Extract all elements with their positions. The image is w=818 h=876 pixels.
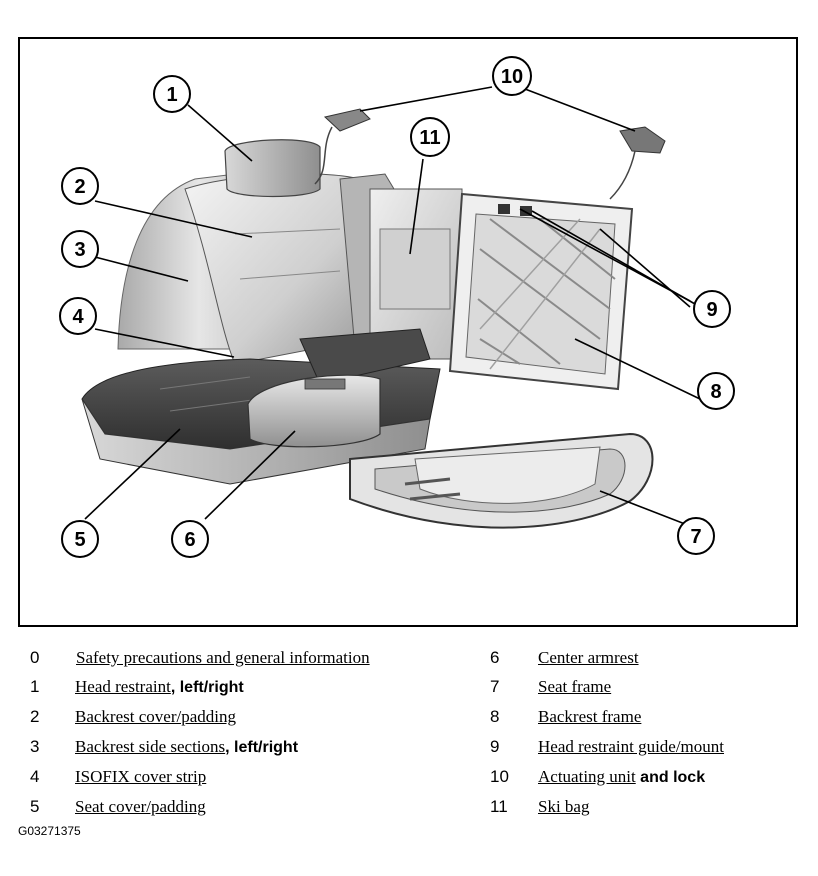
actuating-unit-right [619,126,666,154]
callout-2: 2 [61,167,99,205]
legend-number: 0 [30,648,40,667]
legend-item-6: 6 Center armrest [490,648,639,670]
legend-number: 11 [490,797,508,816]
legend-number: 2 [30,707,40,726]
center-armrest [247,374,381,448]
legend-item-4: 4 ISOFIX cover strip [30,767,206,789]
head-restraint [224,139,321,198]
legend: 0 Safety precautions and general informa… [0,640,818,830]
callout-5: 5 [61,520,99,558]
svg-text:6: 6 [184,529,195,551]
svg-text:7: 7 [690,526,701,548]
legend-suffix: , left/right [225,739,299,756]
legend-number: 8 [490,707,500,726]
callout-4: 4 [59,297,97,335]
legend-link-backrest-cover[interactable]: Backrest cover/padding [75,707,236,726]
seat-illustration: 1 2 3 4 5 6 7 8 [59,56,735,558]
legend-item-0: 0 Safety precautions and general informa… [30,648,370,670]
legend-link-backrest-frame[interactable]: Backrest frame [538,707,642,726]
legend-number: 9 [490,737,500,756]
legend-item-10: 10 Actuating unit and lock [490,767,705,789]
callout-6: 6 [171,520,209,558]
legend-link-ski-bag[interactable]: Ski bag [538,797,590,816]
legend-link-head-restraint[interactable]: Head restraint [75,677,171,696]
legend-item-2: 2 Backrest cover/padding [30,707,236,729]
legend-suffix: and lock [635,769,706,786]
legend-link-backrest-side-sections[interactable]: Backrest side sections [75,737,226,756]
legend-number: 10 [490,767,509,786]
legend-item-1: 1 Head restraint , left/right [30,677,244,699]
seat-diagram: 1 2 3 4 5 6 7 8 [18,37,798,627]
callout-7: 7 [677,517,715,555]
callout-11: 11 [410,117,450,157]
legend-link-head-restraint-guide[interactable]: Head restraint guide/mount [538,737,725,756]
svg-text:5: 5 [74,529,85,551]
legend-suffix: , left/right [170,679,244,696]
legend-item-8: 8 Backrest frame [490,707,641,729]
legend-number: 7 [490,677,500,696]
svg-text:2: 2 [74,176,85,198]
legend-link-isofix-cover-strip[interactable]: ISOFIX cover strip [75,767,207,786]
callout-1: 1 [153,75,191,113]
legend-item-5: 5 Seat cover/padding [30,797,206,819]
legend-item-9: 9 Head restraint guide/mount [490,737,724,759]
svg-text:8: 8 [710,381,721,403]
legend-number: 3 [30,737,40,756]
center-armrest-top [299,328,431,385]
legend-number: 5 [30,797,40,816]
legend-link-safety[interactable]: Safety precautions and general informati… [76,648,370,667]
legend-link-center-armrest[interactable]: Center armrest [538,648,639,667]
legend-item-11: 11 Ski bag [490,797,589,819]
figure-id: G03271375 [18,824,81,838]
svg-text:4: 4 [72,306,84,328]
svg-text:9: 9 [706,299,717,321]
svg-text:10: 10 [501,66,523,88]
legend-item-7: 7 Seat frame [490,677,611,699]
callout-10: 10 [492,56,532,96]
actuating-unit-left [323,108,371,132]
callout-3: 3 [61,230,99,268]
leader-lines [84,86,701,525]
svg-text:3: 3 [74,239,85,261]
callout-9: 9 [693,290,731,328]
legend-link-seat-frame[interactable]: Seat frame [538,677,612,696]
legend-item-3: 3 Backrest side sections , left/right [30,737,298,759]
legend-link-actuating-unit[interactable]: Actuating unit [538,767,636,786]
legend-number: 6 [490,648,500,667]
legend-number: 1 [30,677,40,696]
svg-text:1: 1 [166,84,177,106]
legend-number: 4 [30,767,40,786]
callout-8: 8 [697,372,735,410]
legend-link-seat-cover[interactable]: Seat cover/padding [75,797,206,816]
svg-text:11: 11 [419,127,440,149]
